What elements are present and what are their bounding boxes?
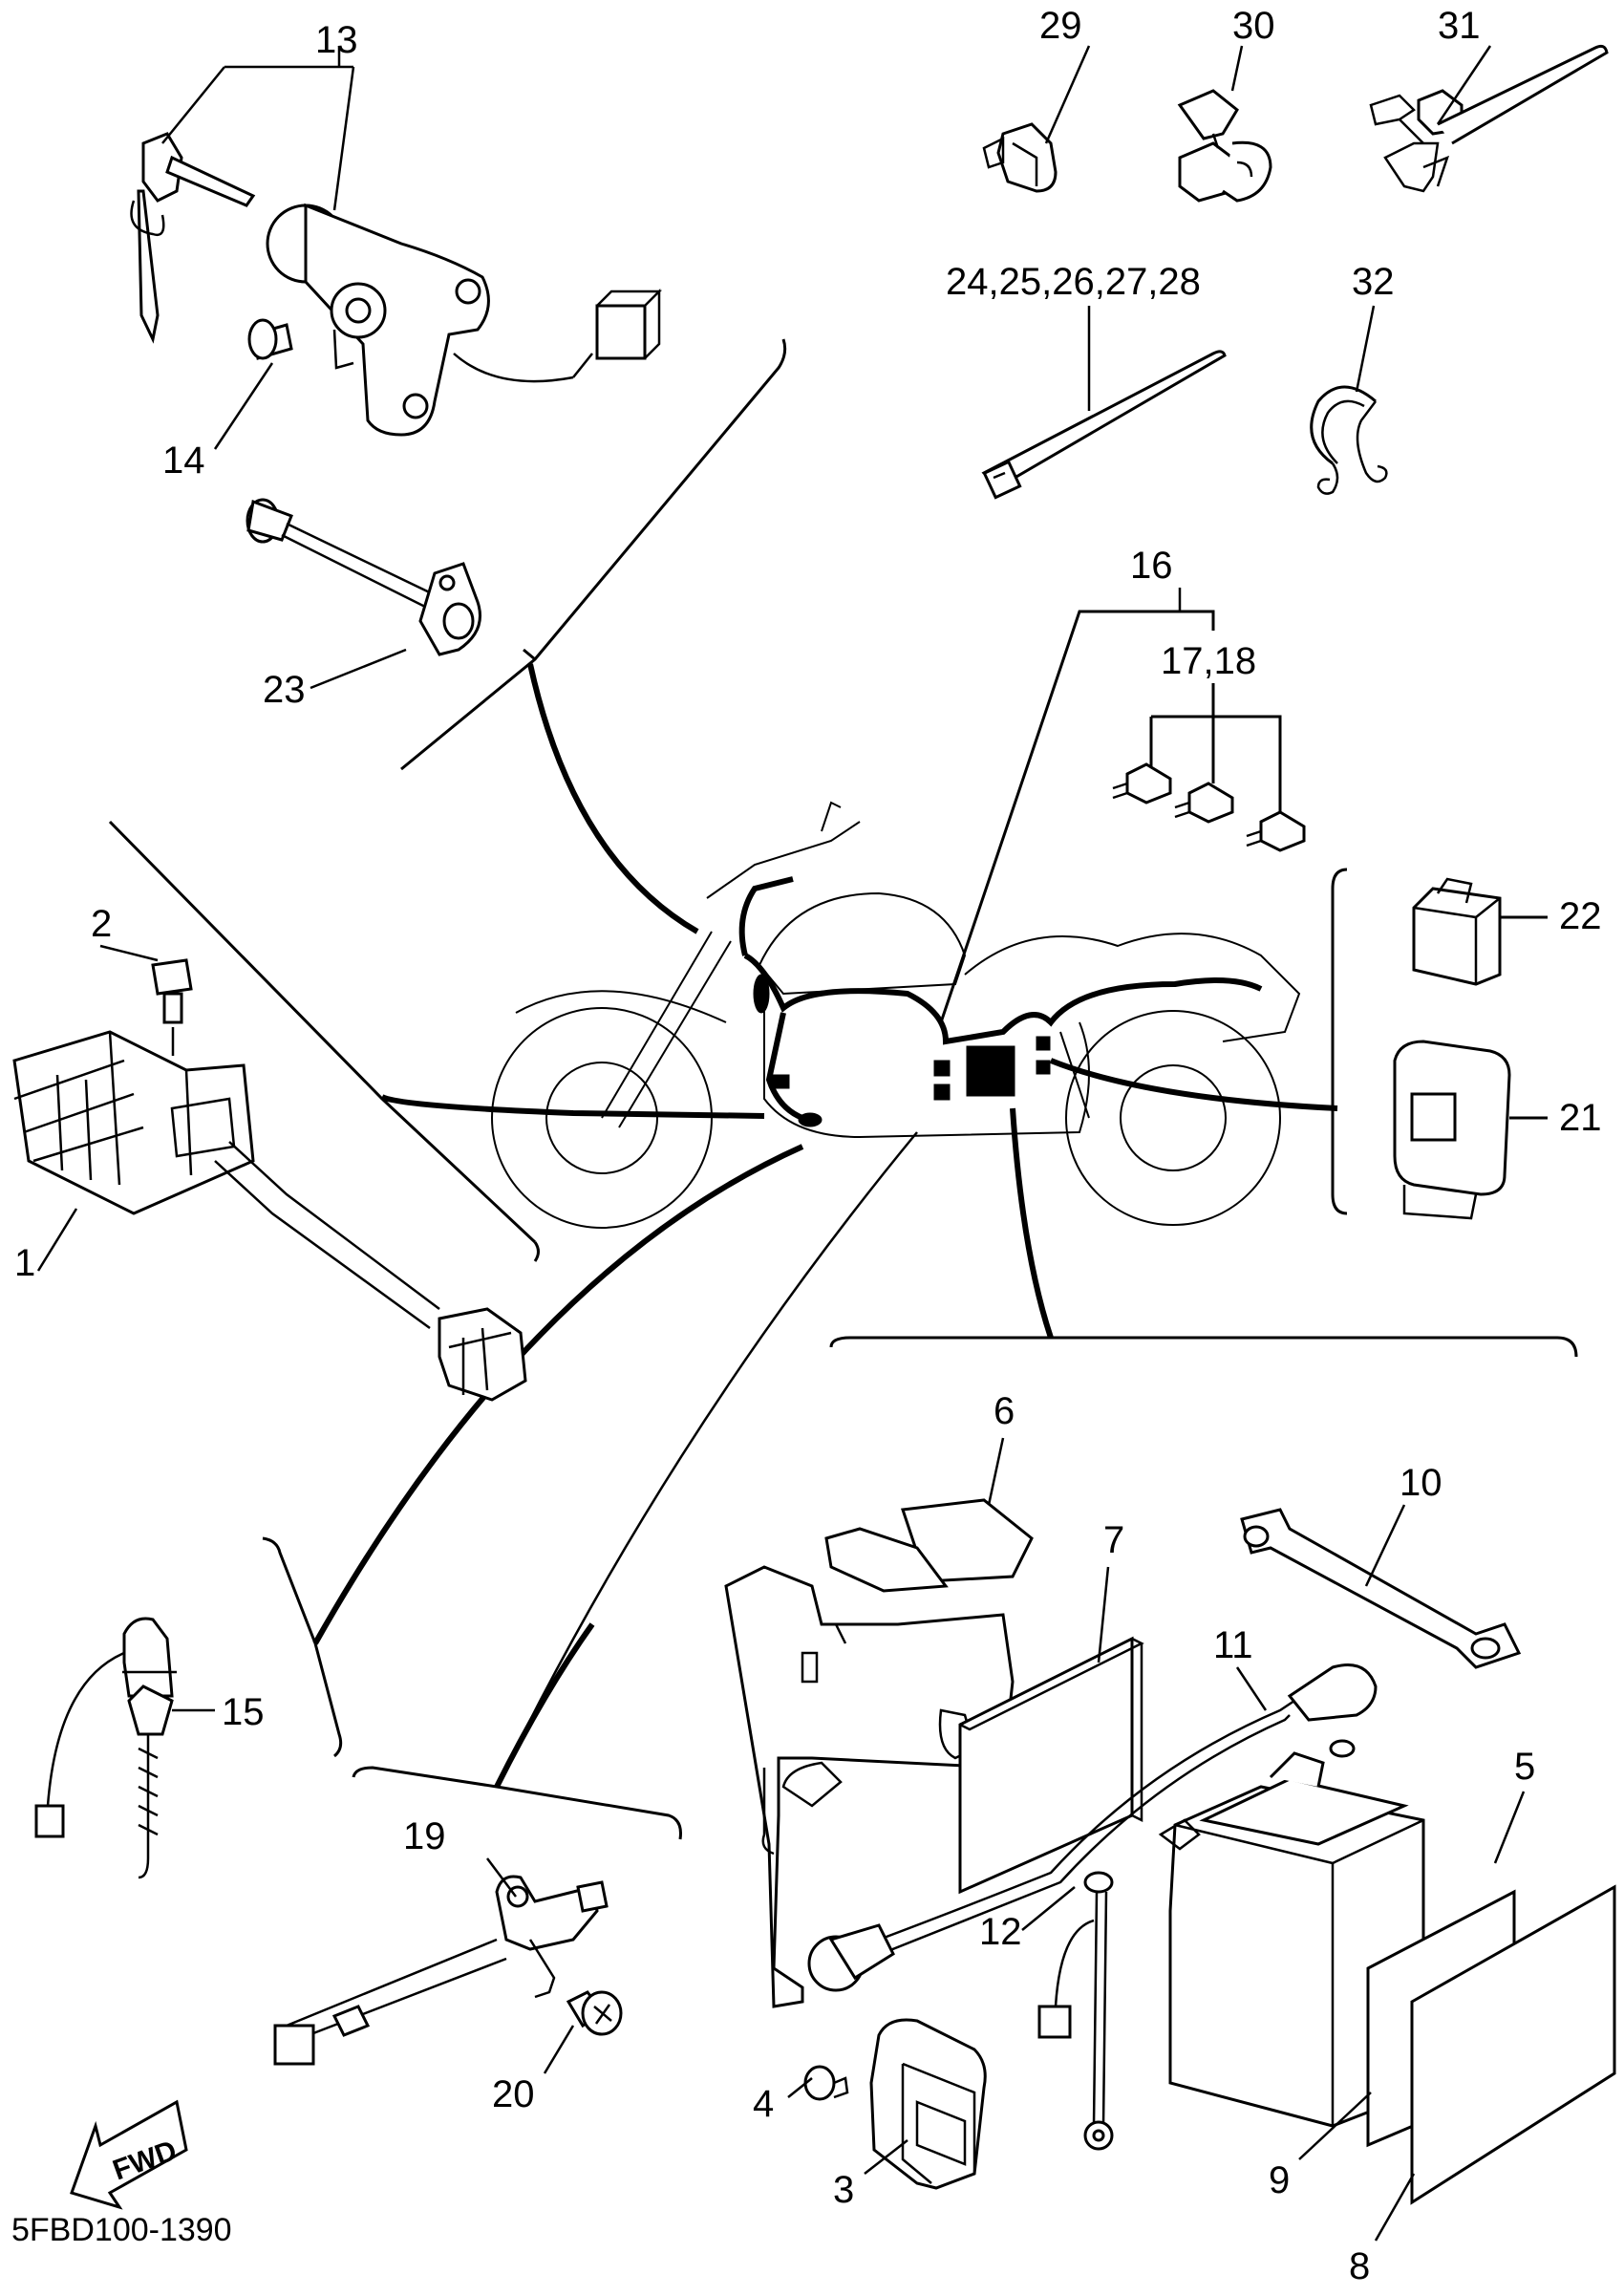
- callout-32: 32: [1352, 261, 1395, 303]
- callout-8: 8: [1349, 2245, 1370, 2287]
- screw-4: [803, 2065, 849, 2101]
- callout-15: 15: [222, 1691, 265, 1733]
- callout-16: 16: [1130, 545, 1173, 587]
- callout-4: 4: [753, 2083, 774, 2125]
- callout-10: 10: [1400, 1462, 1442, 1504]
- callout-29: 29: [1039, 5, 1082, 47]
- callout-14: 14: [162, 440, 205, 482]
- battery-5: [1158, 1739, 1425, 2128]
- callout-3: 3: [833, 2169, 854, 2211]
- starter-relay-3: [869, 2018, 987, 2190]
- clamp-32: [1310, 385, 1388, 495]
- callout-leaders: [36, 45, 1526, 2242]
- callout-7: 7: [1103, 1519, 1124, 1561]
- callout-20: 20: [492, 2073, 535, 2115]
- forward-arrow: FWD: [70, 2099, 188, 2210]
- callout-31: 31: [1438, 5, 1481, 47]
- callout-19: 19: [403, 1815, 446, 1857]
- callout-23: 23: [263, 669, 306, 711]
- battery-plate-8: [1410, 1884, 1616, 2205]
- leader-lines: [108, 338, 1578, 1840]
- rear-brake-switch: [34, 1617, 177, 1879]
- harness-connectors-17-18: [1112, 683, 1306, 852]
- relay-22: [1412, 877, 1548, 986]
- battery-band-10: [1240, 1508, 1522, 1669]
- minus-cable-12: [1037, 1871, 1114, 2151]
- callout-labels: 13 14 23 2 1 15 19 20 29 30 31 24,25,26,…: [14, 5, 1602, 2287]
- motorcycle-silhouette: [491, 801, 1301, 1229]
- cable-band-31: [1369, 44, 1609, 193]
- callout-13: 13: [315, 19, 358, 61]
- clip-30: [1177, 89, 1272, 203]
- callout-6: 6: [994, 1390, 1015, 1432]
- relay-21: [1393, 1040, 1548, 1220]
- callout-30: 30: [1232, 5, 1275, 47]
- diagram-code: 5FBD100-1390: [11, 2212, 232, 2248]
- callout-2: 2: [91, 903, 112, 945]
- battery-box-6: [724, 1498, 1034, 2008]
- callout-5: 5: [1514, 1746, 1535, 1788]
- main-switch: [130, 132, 663, 437]
- clip-29: [982, 122, 1058, 193]
- callout-22: 22: [1559, 895, 1602, 937]
- callout-1: 1: [14, 1242, 35, 1284]
- neutral-switch: [273, 1875, 623, 2066]
- callout-9: 9: [1269, 2159, 1290, 2201]
- cable-tie-24-28: [981, 350, 1227, 500]
- callout-21: 21: [1559, 1097, 1602, 1139]
- callout-11: 11: [1213, 1624, 1253, 1666]
- battery-cable-11: [807, 1663, 1378, 1992]
- callout-24-28: 24,25,26,27,28: [946, 261, 1201, 303]
- callout-12: 12: [979, 1911, 1022, 1953]
- rectifier-regulator: [12, 958, 527, 1402]
- callout-17-18: 17,18: [1161, 640, 1256, 682]
- sensor-part-23: [246, 498, 481, 656]
